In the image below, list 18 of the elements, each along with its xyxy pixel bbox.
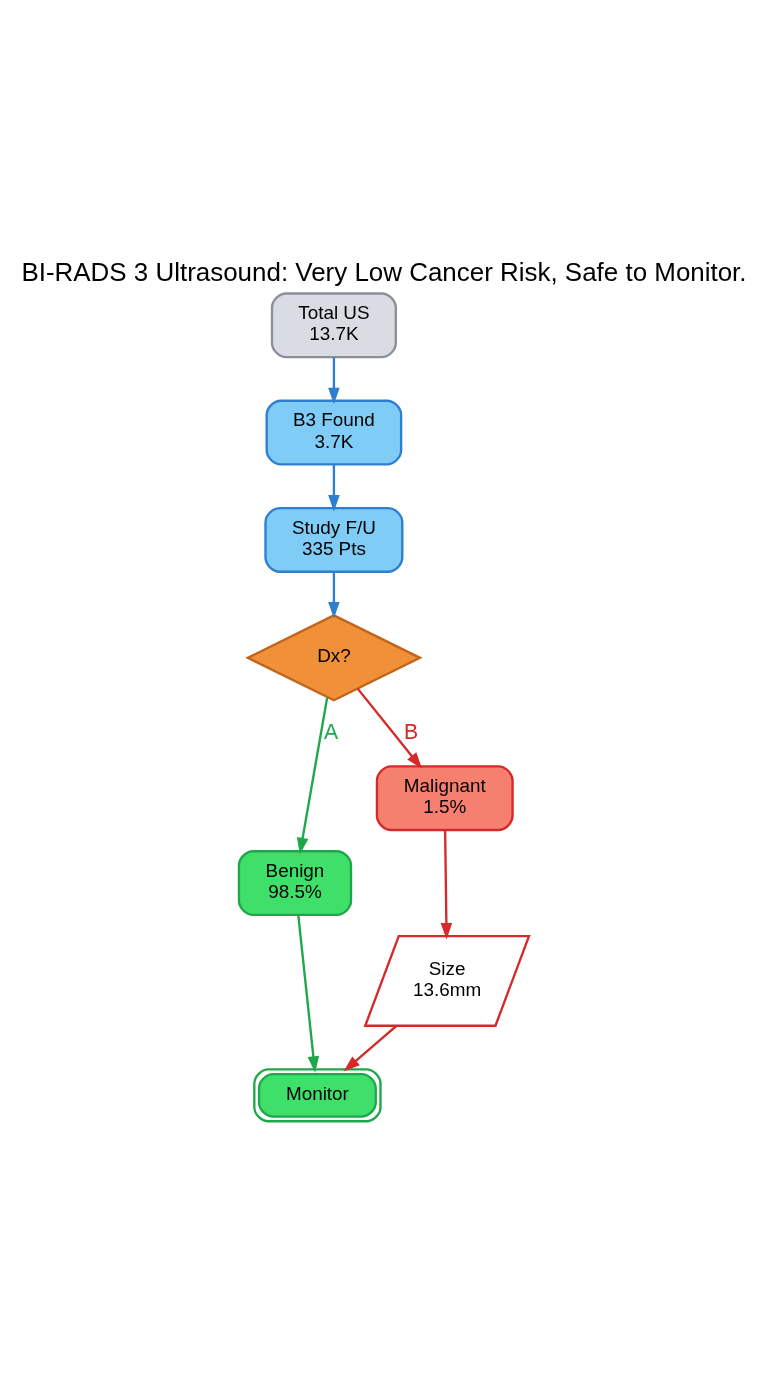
edge-label: A (323, 719, 339, 742)
node-box: Malignant 1.5% (375, 764, 514, 831)
node-box: Monitor (253, 1067, 382, 1122)
arrow (328, 464, 340, 512)
node-diamond: Dx? (245, 613, 423, 702)
arrow (328, 571, 340, 619)
node-box: Benign 98.5% (237, 849, 353, 916)
edge-label: B (404, 719, 419, 742)
node-box: B3 Found 3.7K (265, 399, 403, 466)
diagram-title: BI-RADS 3 Ultrasound: Very Low Cancer Risk, Safe to Monitor. (21, 257, 747, 286)
arrow (440, 829, 453, 940)
arrow (356, 687, 423, 769)
node-box: Total US 13.7K (270, 291, 397, 358)
arrow (297, 914, 320, 1073)
node-box: Study F/U 335 Pts (264, 506, 404, 573)
arrow (343, 1024, 398, 1072)
arrow (328, 356, 340, 404)
arrow (296, 696, 329, 854)
